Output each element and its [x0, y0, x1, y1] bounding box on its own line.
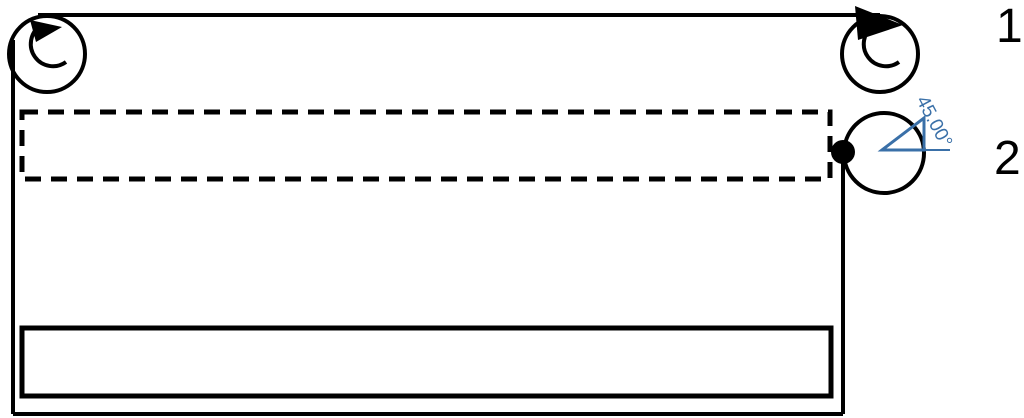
roller-top-right: [840, 6, 920, 94]
arrow-head-icon: [30, 20, 62, 42]
roller-top-left: [7, 14, 87, 94]
dashed-platform: [19, 109, 833, 182]
bottom-platform: [19, 325, 834, 399]
position-label-1: 1: [996, 0, 1023, 53]
angle-annotation: 45.00°: [877, 92, 956, 152]
roller-position-2: [842, 111, 926, 195]
position-label-2: 2: [994, 132, 1021, 185]
outer-frame: [11, 13, 880, 416]
arrow-head-icon: [855, 6, 903, 40]
